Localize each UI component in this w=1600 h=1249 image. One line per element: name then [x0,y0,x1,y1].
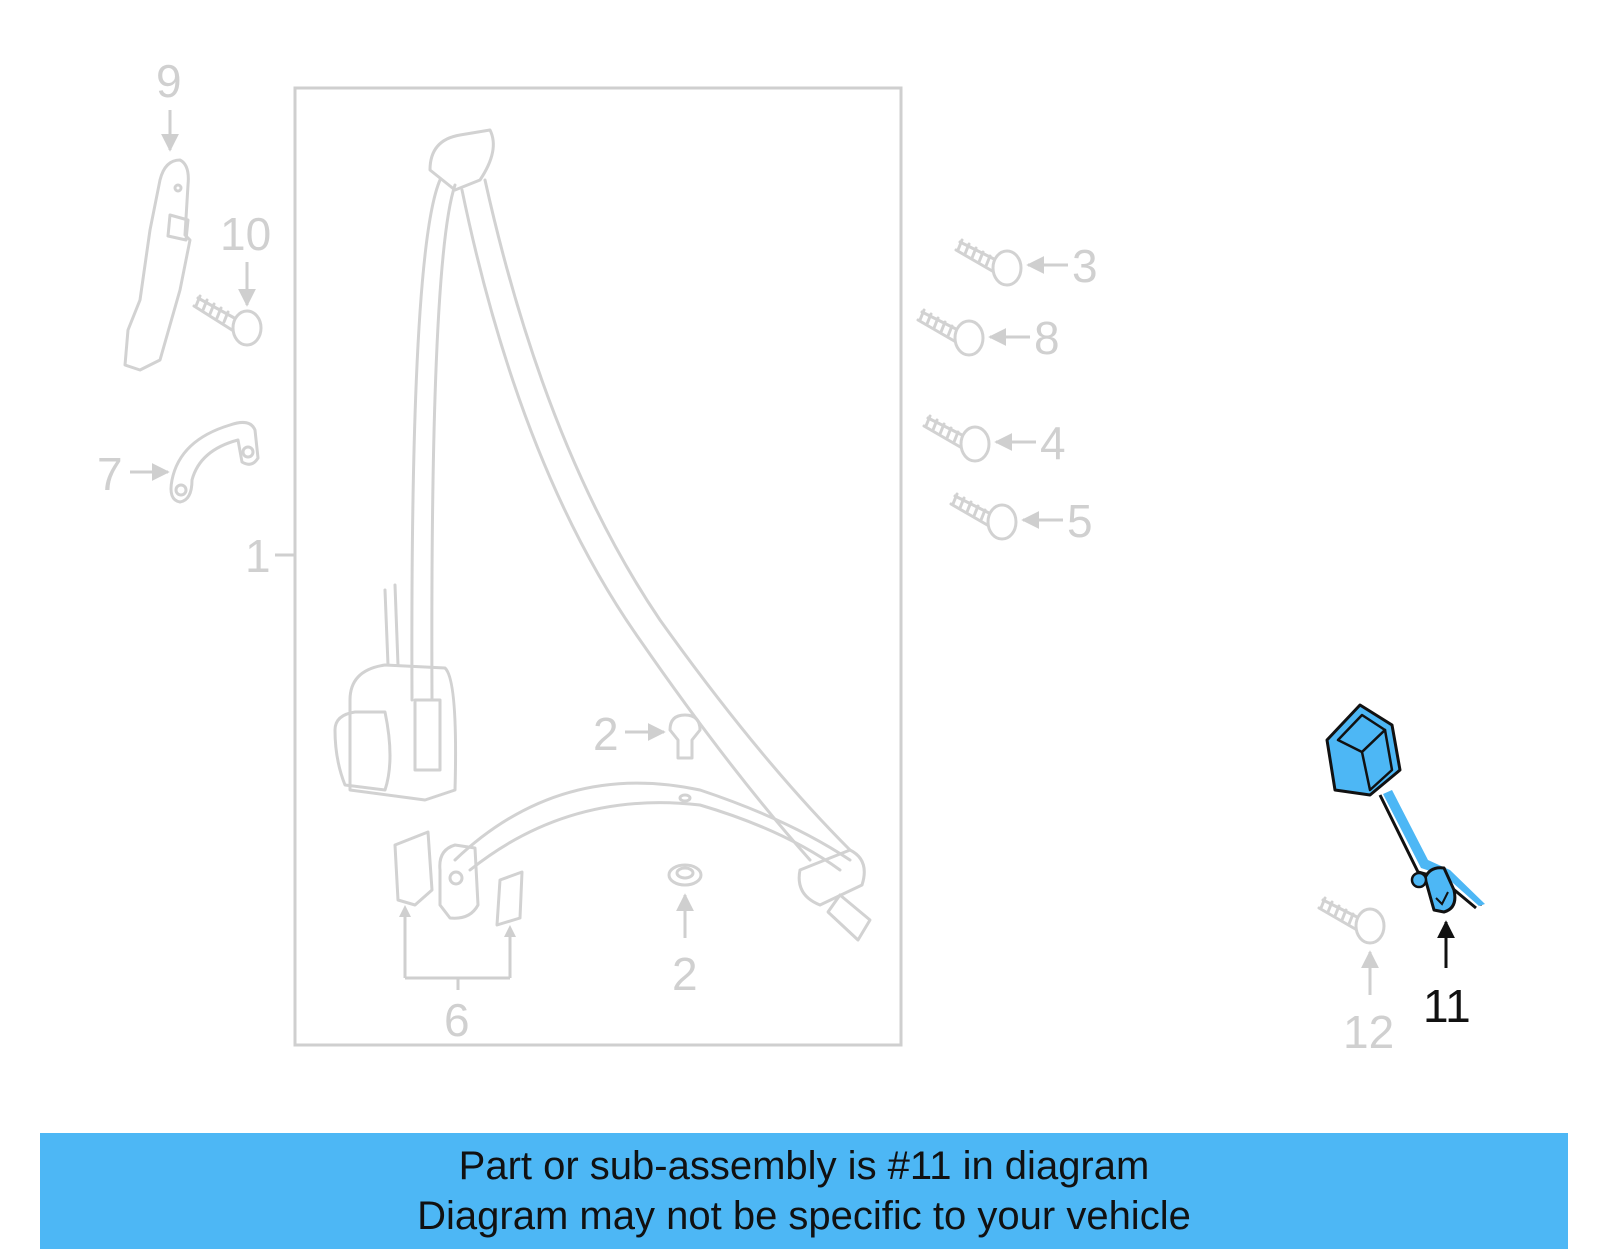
callout-5: 5 [1067,495,1093,547]
info-banner: Part or sub-assembly is #11 in diagram D… [40,1133,1568,1249]
seat-belt-assembly [333,128,872,942]
banner-line-disclaimer: Diagram may not be specific to your vehi… [417,1194,1191,1238]
callout-2-lower: 2 [672,948,698,1000]
callout-10: 10 [220,208,271,260]
part-6-clips [393,830,524,990]
callout-12: 12 [1343,1006,1394,1058]
callout-7: 7 [97,448,123,500]
assembly-frame [293,86,903,1047]
part-2-plug [625,713,702,760]
part-10-bolt [192,262,263,347]
callout-3: 3 [1072,240,1098,292]
callout-8: 8 [1034,312,1060,364]
part-7-bracket [130,420,260,504]
callout-9: 9 [156,55,182,107]
part-12-bolt [1317,896,1386,995]
part-4-bolt [922,414,1036,463]
part-11-buckle [1325,703,1485,968]
part-5-bolt [949,492,1063,541]
part-8-bolt [916,308,1030,357]
callout-2-upper: 2 [593,708,619,760]
banner-line-part-number: Part or sub-assembly is #11 in diagram [458,1144,1150,1188]
callout-6: 6 [444,994,470,1046]
part-3-bolt [954,238,1068,287]
part-9-trim [123,110,192,372]
callout-4: 4 [1040,417,1066,469]
part-2-grommet [667,863,703,938]
callout-1: 1 [245,530,271,582]
callout-11: 11 [1423,980,1471,1032]
